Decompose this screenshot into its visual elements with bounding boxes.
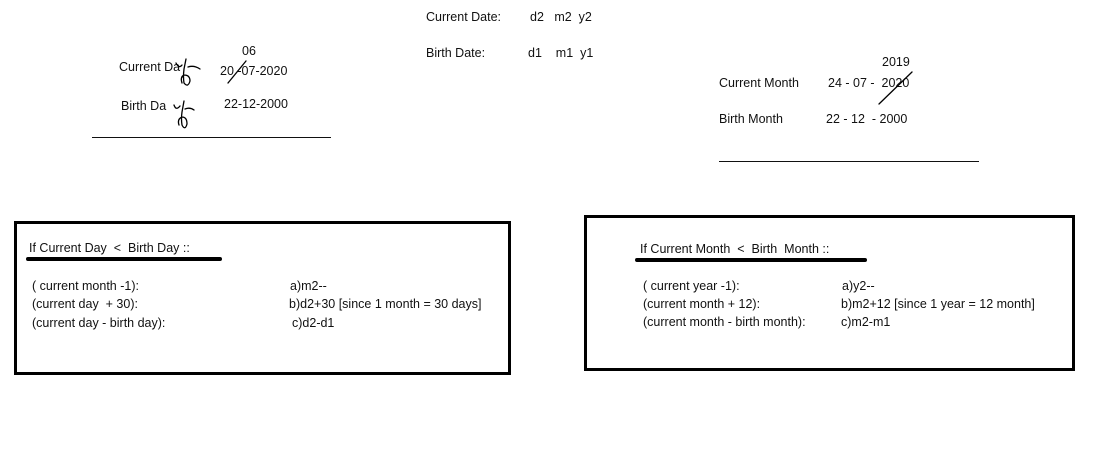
left-correction-value: 06 — [242, 44, 256, 58]
left-birth-value: 22-12-2000 — [224, 97, 288, 111]
left-example-underline — [92, 137, 331, 138]
month-condition-heading: If Current Month < Birth Month :: — [640, 242, 830, 256]
day-step-label: (current day - birth day): — [32, 316, 166, 330]
handwritten-y-scribble-1 — [175, 58, 201, 86]
right-current-value: 24 - 07 - 2020 — [828, 76, 910, 90]
month-step-label: (current month - birth month): — [643, 315, 806, 329]
current-date-vars: d2 m2 y2 — [530, 10, 592, 24]
left-birth-label: Birth Da — [121, 99, 167, 113]
day-condition-heading: If Current Day < Birth Day :: — [29, 241, 190, 255]
right-correction-value: 2019 — [882, 55, 910, 69]
day-heading-underline — [26, 257, 222, 261]
right-current-label: Current Month — [719, 76, 799, 90]
month-step-label: ( current year -1): — [643, 279, 740, 293]
birth-date-label: Birth Date: — [426, 46, 486, 60]
left-current-value: 20 -07-2020 — [220, 64, 288, 78]
month-step-formula: c)m2-m1 — [841, 315, 891, 329]
right-birth-label: Birth Month — [719, 112, 783, 126]
day-condition-box: If Current Day < Birth Day :: ( current … — [14, 221, 511, 375]
month-condition-box: If Current Month < Birth Month :: ( curr… — [584, 215, 1075, 371]
month-step-formula: b)m2+12 [since 1 year = 12 month] — [841, 297, 1035, 311]
right-birth-value: 22 - 12 - 2000 — [826, 112, 908, 126]
strike-through-month — [227, 60, 247, 84]
month-step-formula: a)y2-- — [842, 279, 875, 293]
day-step-formula: c)d2-d1 — [292, 316, 335, 330]
day-step-formula: b)d2+30 [since 1 month = 30 days] — [289, 297, 482, 311]
birth-date-vars: d1 m1 y1 — [528, 46, 594, 60]
day-step-formula: a)m2-- — [290, 279, 327, 293]
left-current-label: Current Da — [119, 60, 181, 74]
month-step-label: (current month + 12): — [643, 297, 761, 311]
day-step-label: (current day + 30): — [32, 297, 138, 311]
current-date-label: Current Date: — [426, 10, 502, 24]
month-heading-underline — [635, 258, 867, 262]
strike-through-year — [878, 71, 913, 105]
day-step-label: ( current month -1): — [32, 279, 139, 293]
right-example-underline — [719, 161, 979, 162]
handwritten-y-scribble-2 — [173, 100, 195, 129]
